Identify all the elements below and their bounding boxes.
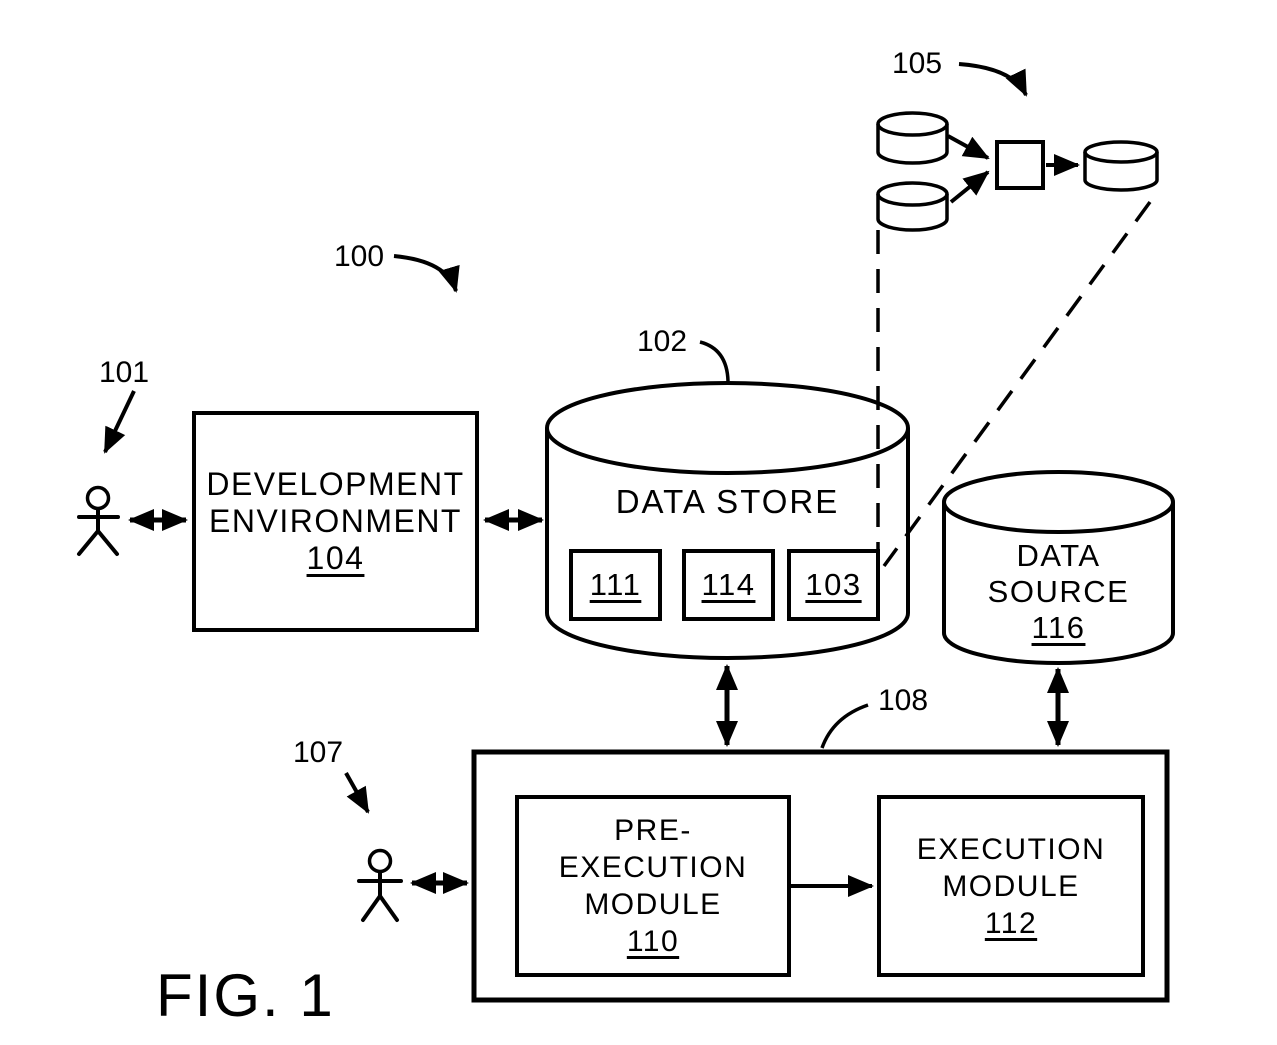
data-source-label: DATA SOURCE 116 — [944, 532, 1173, 652]
pipeline-source-cylinder-top — [876, 111, 949, 165]
ref-108-leader-line — [820, 703, 869, 749]
development-environment-box — [192, 411, 479, 632]
pipeline-detail-diagram — [876, 111, 1159, 232]
ref-label-107: 107 — [292, 736, 344, 769]
ref-label-102: 102 — [636, 325, 688, 358]
data-source-line1: DATA — [1016, 538, 1101, 573]
pre-execution-module-ref: 110 — [626, 925, 680, 958]
data-source-ref: 116 — [1031, 610, 1086, 645]
operator-user-head — [367, 848, 393, 874]
pre-execution-module-line1: PRE- — [614, 814, 692, 847]
ref-label-100: 100 — [333, 240, 385, 273]
pipeline-source-cylinder-bottom — [876, 181, 949, 232]
execution-module-label: EXECUTION MODULE 112 — [879, 797, 1143, 975]
data-store-item-111: 111 — [571, 551, 660, 619]
ref-101-pointer-arrow — [103, 390, 136, 454]
operator-user-figure — [357, 848, 403, 922]
data-store-item-103-ref: 103 — [805, 567, 862, 602]
data-store-item-103: 103 — [789, 551, 878, 619]
data-store-item-114: 114 — [684, 551, 773, 619]
ref-label-101: 101 — [98, 356, 150, 389]
pipeline-process-square — [995, 140, 1045, 190]
development-environment-ref: 104 — [306, 540, 365, 576]
execution-module-ref: 112 — [984, 906, 1038, 940]
ref-107-pointer-arrow — [344, 772, 370, 814]
pipeline-output-cylinder — [1083, 140, 1159, 192]
figure-caption: FIG. 1 — [156, 962, 335, 1029]
pre-execution-module-label: PRE- EXECUTION MODULE 110 — [517, 797, 789, 975]
data-store-item-box-114 — [682, 549, 775, 621]
developer-user-head — [85, 485, 111, 511]
data-store-item-111-ref: 111 — [589, 567, 642, 602]
ref-label-105: 105 — [891, 47, 943, 80]
pipeline-arrow-bottom-to-square — [949, 170, 990, 204]
data-store-item-114-ref: 114 — [701, 567, 756, 602]
pre-execution-module-line2: EXECUTION — [558, 851, 748, 884]
execution-module-box — [877, 795, 1145, 977]
execution-module-line1: EXECUTION — [916, 832, 1106, 866]
ref-100-curved-arrow — [393, 254, 460, 293]
execution-module-line2: MODULE — [942, 869, 1080, 903]
development-environment-line2: ENVIRONMENT — [209, 503, 462, 539]
pre-execution-module-box — [515, 795, 791, 977]
data-store-title: DATA STORE — [615, 483, 840, 520]
developer-user-figure — [77, 485, 120, 556]
ref-102-leader-line — [699, 340, 730, 382]
ref-105-curved-arrow — [958, 62, 1028, 97]
pre-execution-module-line3: MODULE — [584, 888, 722, 921]
data-source-line2: SOURCE — [987, 574, 1130, 609]
development-environment-label: DEVELOPMENT ENVIRONMENT 104 — [194, 413, 477, 630]
development-environment-line1: DEVELOPMENT — [206, 466, 465, 502]
pipeline-arrow-top-to-square — [947, 134, 990, 160]
ref-label-108: 108 — [877, 684, 929, 717]
data-store-item-box-111 — [569, 549, 662, 621]
data-source-cylinder — [942, 470, 1175, 665]
data-store-item-box-103 — [787, 549, 880, 621]
